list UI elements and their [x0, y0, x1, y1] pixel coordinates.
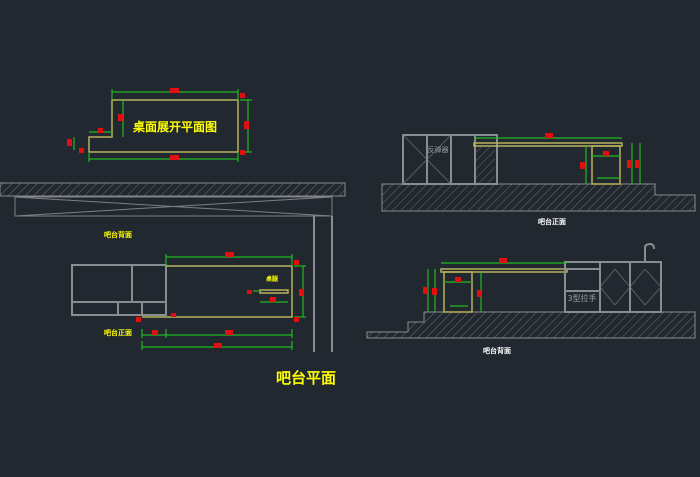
tabletop-dimension-values [67, 88, 249, 160]
plan-counter-outline [142, 265, 293, 318]
back-dimension-values [423, 258, 507, 297]
front-countertop [473, 142, 623, 147]
back-elevation-label: 吧台背面 [483, 346, 511, 355]
back-dimensions [427, 262, 567, 312]
front-dimensions [474, 137, 641, 184]
back-elevation: 3型拉手 吧台背面 [366, 242, 696, 355]
plan-front-label: 吧台正面 [104, 328, 132, 337]
faucet-icon [644, 242, 655, 262]
front-leg [591, 145, 621, 185]
beam-view-label: 吧台背面 [104, 230, 132, 239]
back-cabinet [564, 261, 662, 313]
plan-leg [259, 289, 289, 294]
front-cabinet [402, 134, 498, 185]
back-countertop [440, 268, 568, 273]
front-dimension-values [545, 133, 640, 169]
front-elevation: 反弹器 吧台正面 [381, 133, 696, 226]
tabletop-dimensions [73, 89, 252, 162]
tabletop-title: 桌面展开平面图 [132, 119, 217, 134]
tabletop-unfolded-plan: 桌面展开平面图 [67, 88, 252, 162]
back-leg [443, 271, 473, 313]
plan-dimension-values [136, 252, 304, 348]
leg-label: 桌腿 [266, 275, 279, 283]
handle-label: 3型拉手 [567, 293, 596, 303]
beam-section: 吧台背面 [0, 182, 346, 352]
plan-cabinet [71, 264, 167, 316]
front-cabinet-label: 反弹器 [428, 145, 449, 154]
front-elevation-label: 吧台正面 [538, 217, 566, 226]
bar-plan-title: 吧台平面 [276, 369, 336, 387]
bar-plan: 桌腿 吧台正面 吧台平面 [71, 252, 336, 387]
